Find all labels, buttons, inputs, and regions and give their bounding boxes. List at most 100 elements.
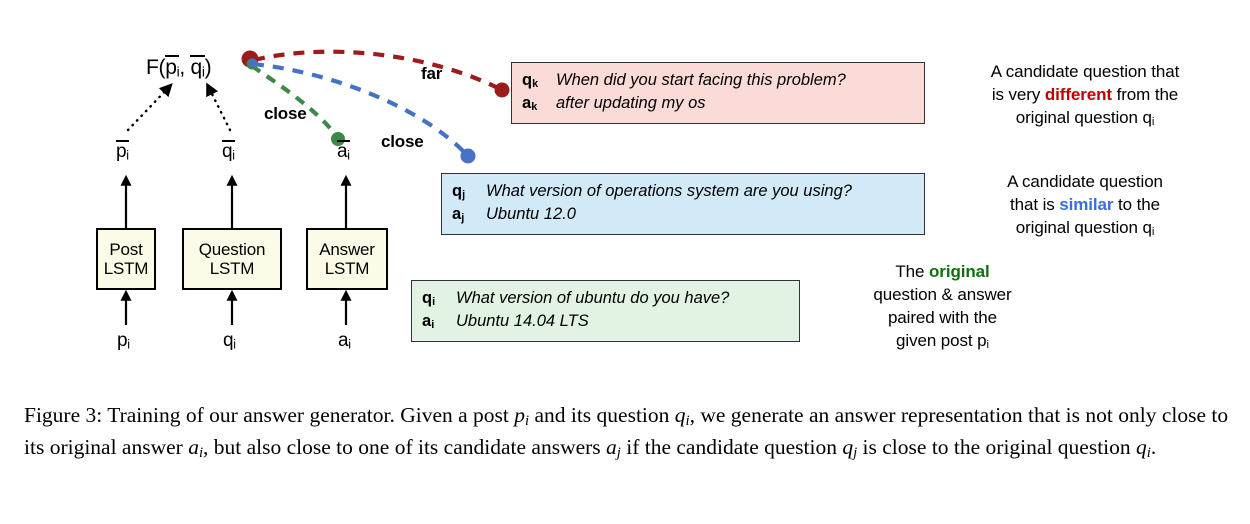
post-lstm-line2: LSTM [103,259,149,278]
annotation-text: to the [1113,195,1160,215]
caption-math-subscript: i [1146,444,1151,461]
qa-value: after updating my os [556,94,706,113]
arc-label-far: far [421,64,443,83]
qa-value: When did you start facing this problem? [556,71,846,89]
qa-row: ai Ubuntu 14.04 LTS [422,310,789,333]
qa-key: ai [422,310,456,333]
caption-text: and its question [529,403,675,427]
annotation-highlight: original [929,262,990,281]
encoded-label-p-sub: i [126,148,129,163]
caption-math-subscript: i [198,444,204,461]
annotation-text: paired with the [887,308,998,328]
caption-math-subscript: j [616,444,621,461]
qa-key-sub: k [531,101,538,114]
qa-row: qj What version of operations system are… [452,180,914,203]
annotation-line: A candidate question that [935,60,1235,83]
original-qa-box: qi What version of ubuntu do you have? a… [411,280,800,342]
caption-math-subscript: j [853,444,858,461]
input-label-a: ai [338,330,351,352]
caption-math-subscript: i [525,412,530,429]
encoded-label-p: pi [116,140,129,163]
encoded-label-q-base: q [222,141,233,162]
encoded-label-a-sub: i [347,148,350,163]
qa-key-sub: j [461,212,465,225]
caption-text: , but also close to one of its candidate… [203,434,607,459]
arc-label-close-blue: close [381,132,424,151]
caption-text: , we generate an answer representation t… [24,403,1229,459]
annotation-line: paired with the [805,306,1080,329]
qa-key-base: a [452,205,462,224]
annotation-text: original question q [1015,108,1152,128]
caption-text: . [1150,434,1157,459]
figure-caption: Figure 3: Training of our answer generat… [24,400,1230,463]
encoded-label-q: qi [222,140,235,163]
qa-row: qi What version of ubuntu do you have? [422,287,789,310]
qa-key-base: a [522,94,532,113]
qa-key-base: q [422,289,433,307]
encoded-label-q-sub: i [232,148,235,163]
f-formula-arg1-sub: i [176,63,180,80]
caption-math-symbol: qi [1136,434,1151,461]
f-formula-comma: , [179,56,191,79]
input-label-q: qi [223,330,236,352]
qa-row: ak after updating my os [522,92,914,115]
input-label-a-sub: i [348,337,351,352]
annotation-line: original question qi [935,106,1235,130]
origin-dot-green [246,58,258,70]
qa-key-base: q [452,182,463,200]
f-formula: F(pi, qi) [146,55,212,80]
candidate-far-qa-box: qk When did you start facing this proble… [511,62,925,124]
caption-math-subscript: i [685,412,690,429]
qa-key: aj [452,203,486,226]
input-label-p: pi [117,330,130,352]
annotation-line: A candidate question [935,170,1235,193]
caption-math-symbol: pi [514,403,530,429]
answer-lstm-line2: LSTM [324,259,370,278]
f-formula-arg2-sub: i [201,63,205,80]
caption-text: Training of our answer generator. Given … [102,403,515,427]
f-formula-arg1: p [165,56,177,79]
qa-value: Ubuntu 12.0 [486,205,576,224]
qa-key: qk [522,69,556,92]
question-lstm-line2: LSTM [209,259,255,278]
annotation-text: question & answer [873,285,1012,305]
f-formula-prefix: F( [146,56,166,79]
qa-key-base: q [522,71,533,89]
origin-dot-blue [248,58,258,68]
annotation-text: is very [991,85,1045,105]
input-label-p-base: p [117,330,128,351]
qa-key: qj [452,180,486,203]
question-lstm-line1: Question [198,239,266,259]
endpoint-dot-red [494,82,510,98]
endpoint-dot-blue [460,148,476,164]
qa-row: qk When did you start facing this proble… [522,69,914,92]
input-label-a-base: a [338,330,349,351]
caption-math-symbol: aj [606,434,621,461]
arc-label-close-green: close [264,104,307,123]
far-arc-red [253,49,501,91]
annotation-text: The [895,262,930,281]
input-label-q-sub: i [233,337,236,352]
qa-key-sub: i [431,319,435,332]
caption-math-symbol: qi [674,403,690,429]
dotted-arrow-qbar-to-f [206,82,232,132]
f-formula-suffix: ) [204,56,212,79]
question-lstm-box: Question LSTM [182,228,282,290]
qa-key-sub: k [532,77,539,90]
annotation-line: original question qi [935,216,1235,240]
caption-label: Figure 3: [24,403,103,427]
caption-math-symbol: qj [842,434,858,461]
annotation-line: that is similar to the [935,193,1235,216]
annotation-text: original question q [1015,218,1152,238]
qa-key-sub: j [462,188,466,201]
answer-lstm-line1: Answer [319,239,375,259]
candidate-similar-qa-box: qj What version of operations system are… [441,173,925,235]
caption-math-symbol: ai [188,434,204,461]
annotation-line: The original [805,260,1080,283]
caption-text: if the candidate question [620,434,843,459]
post-lstm-line1: Post [109,239,143,259]
annotation-line: is very different from the [935,83,1235,106]
